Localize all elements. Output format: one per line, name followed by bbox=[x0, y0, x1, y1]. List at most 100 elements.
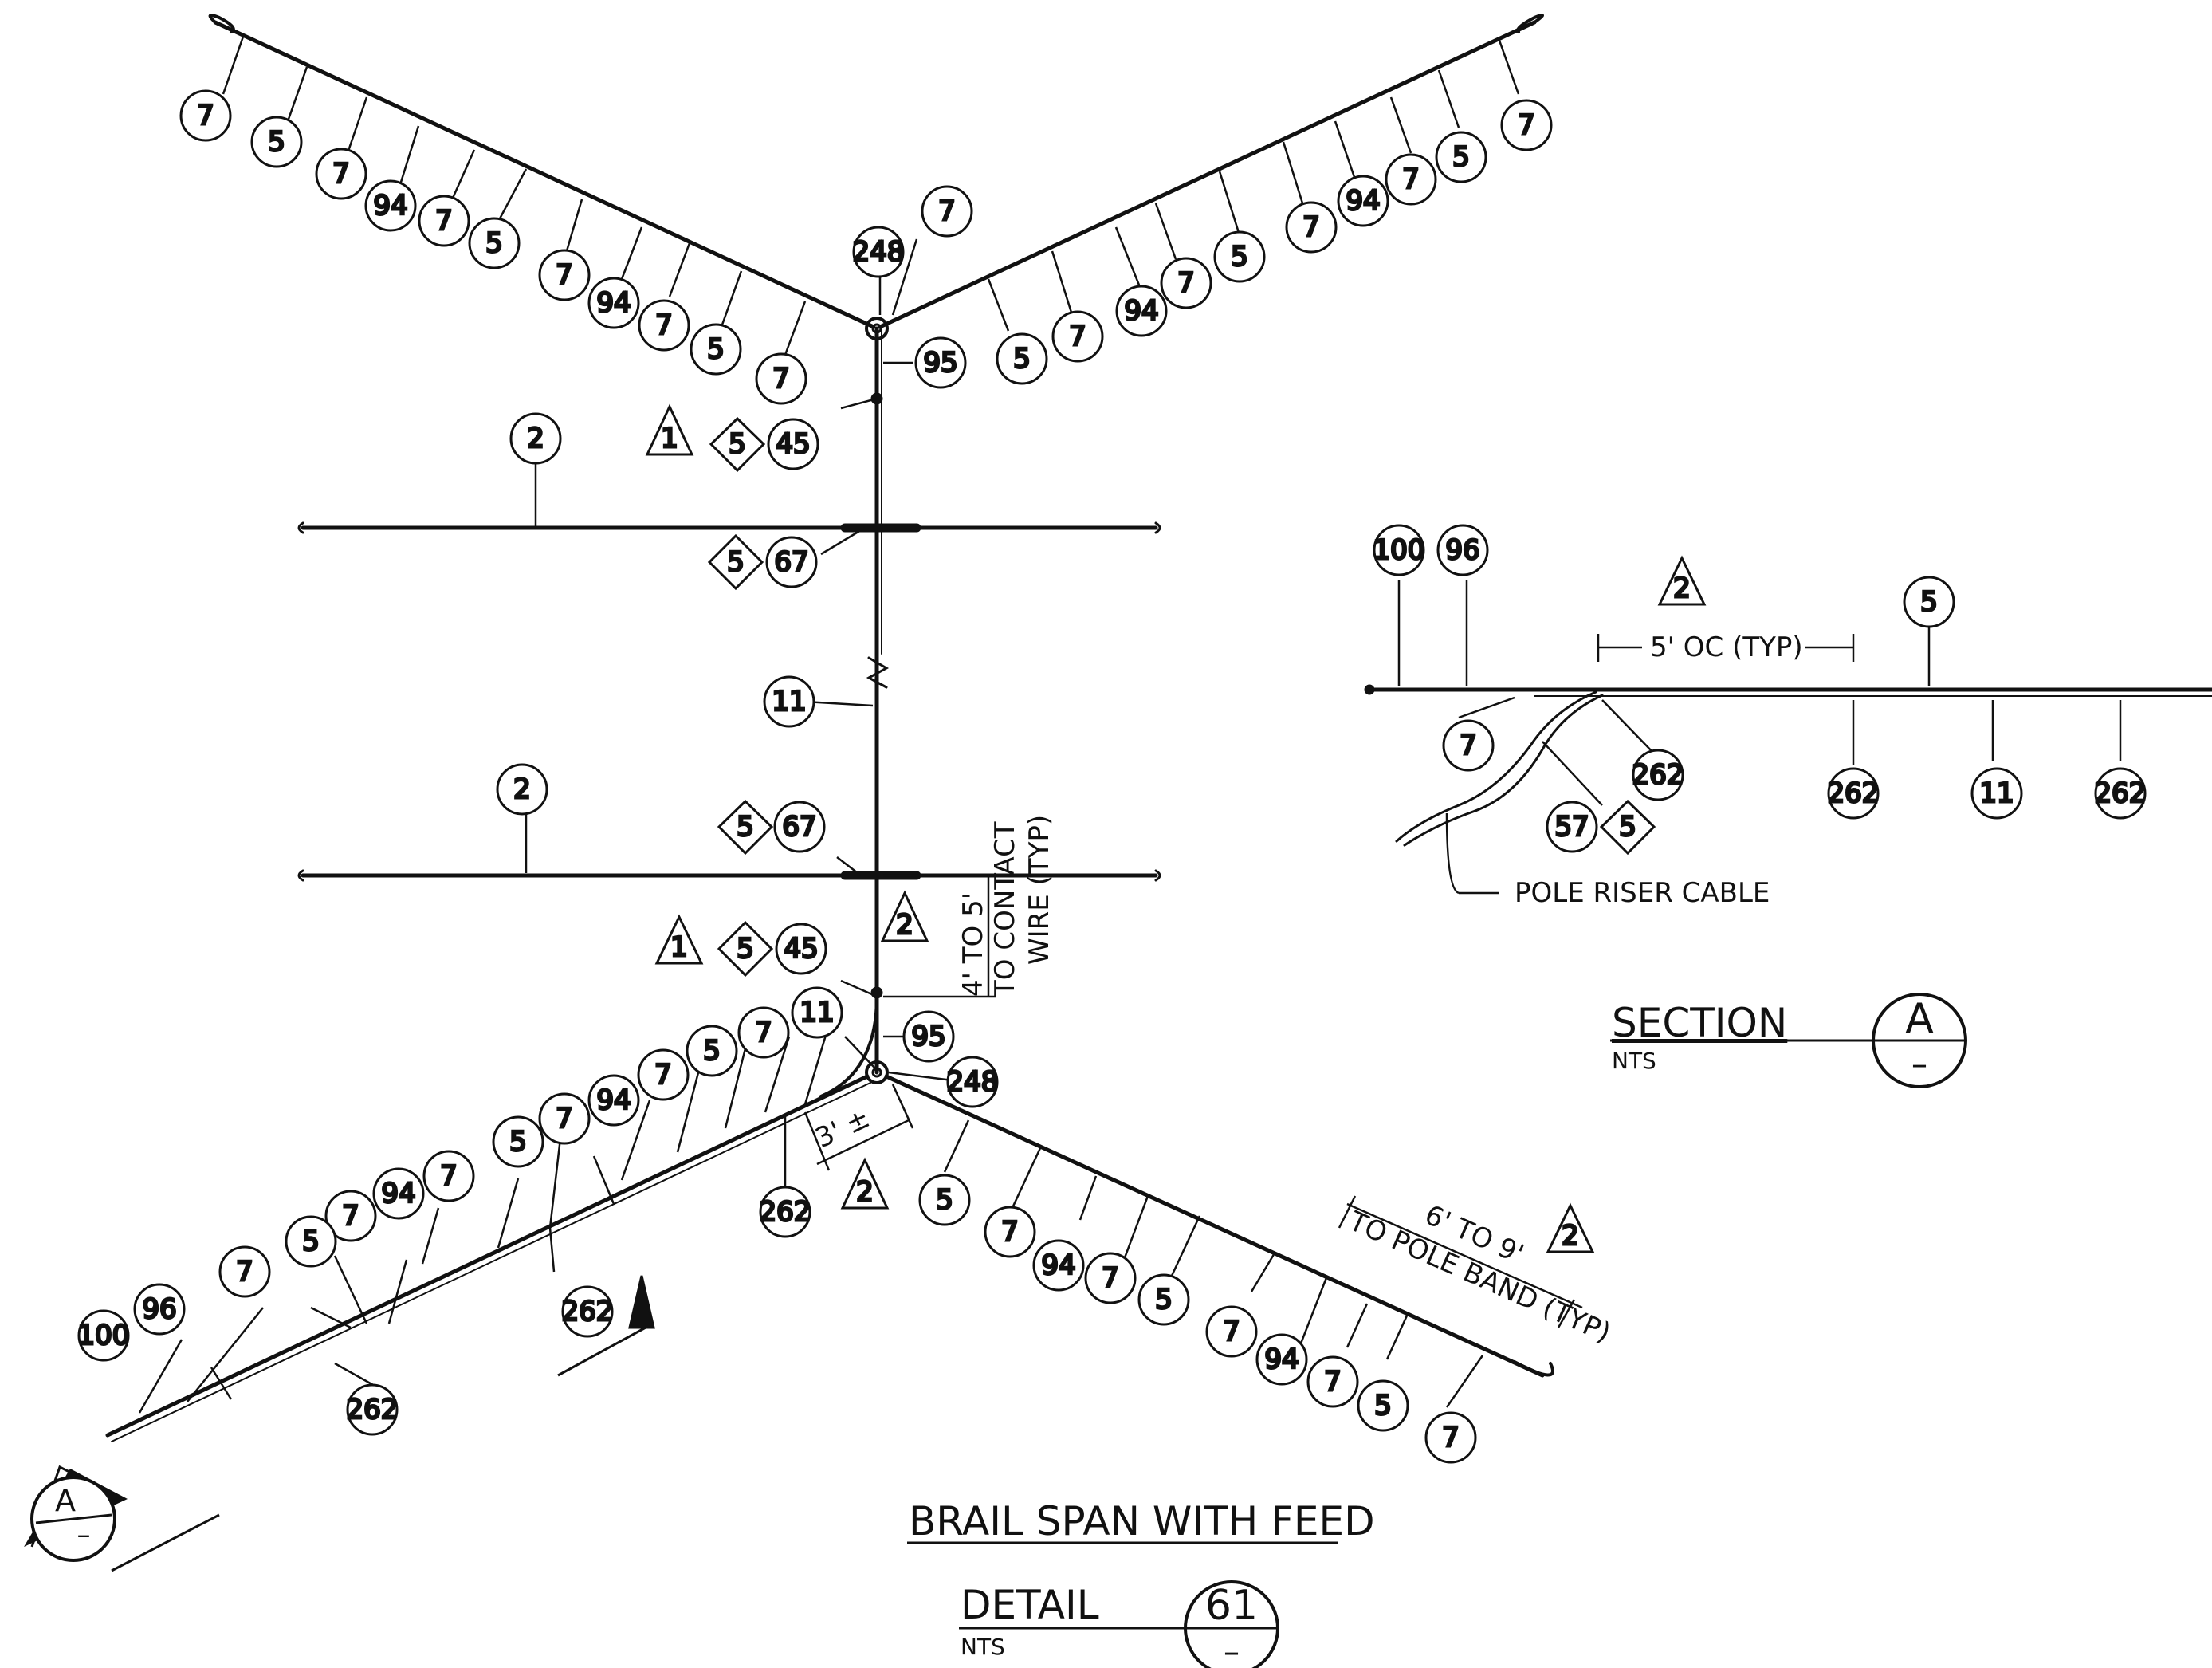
svg-text:95: 95 bbox=[911, 1021, 945, 1052]
callout-5: 5 bbox=[1903, 576, 1955, 628]
callout-7: 7 bbox=[1500, 99, 1553, 151]
svg-text:7: 7 bbox=[938, 195, 956, 227]
svg-text:7: 7 bbox=[1442, 1422, 1460, 1454]
section-sheet: – bbox=[1911, 1046, 1927, 1083]
svg-text:95: 95 bbox=[923, 347, 957, 379]
callout-5: 5 bbox=[1213, 230, 1266, 283]
callout-7: 7 bbox=[1205, 1305, 1258, 1358]
junction-hubs bbox=[865, 317, 1375, 1084]
callout-5: 5 bbox=[1137, 1273, 1190, 1326]
callout-96: 96 bbox=[1436, 524, 1489, 576]
revision-1: 1 bbox=[654, 914, 704, 965]
callout-262: 262 bbox=[758, 1186, 812, 1238]
callout-7: 7 bbox=[538, 1092, 591, 1145]
callout-7: 7 bbox=[324, 1190, 377, 1242]
svg-text:262: 262 bbox=[347, 1394, 399, 1426]
svg-text:2: 2 bbox=[896, 909, 913, 941]
svg-text:5: 5 bbox=[1231, 241, 1248, 273]
diamond-5: 5 bbox=[717, 799, 774, 856]
top-cross-left-end bbox=[297, 521, 304, 534]
callout-7: 7 bbox=[638, 299, 690, 352]
svg-text:248: 248 bbox=[947, 1066, 999, 1098]
svg-text:11: 11 bbox=[772, 686, 806, 718]
upper-right-span bbox=[878, 20, 1537, 329]
callout-5: 5 bbox=[250, 116, 303, 168]
svg-text:11: 11 bbox=[800, 997, 834, 1029]
callout-7: 7 bbox=[418, 195, 470, 247]
svg-text:2: 2 bbox=[527, 423, 544, 454]
svg-text:7: 7 bbox=[1102, 1262, 1119, 1294]
callout-94: 94 bbox=[1255, 1333, 1308, 1386]
section-cut-marker: A – bbox=[24, 1469, 128, 1562]
detail-number: 61 bbox=[1205, 1582, 1258, 1630]
five-oc-note: 5' OC (TYP) bbox=[1650, 631, 1803, 663]
callout-5: 5 bbox=[996, 332, 1048, 385]
top-hub-inner bbox=[871, 323, 882, 334]
callout-100: 100 bbox=[77, 1309, 131, 1362]
callout-11: 11 bbox=[763, 675, 815, 728]
main-title: BRAIL SPAN WITH FEED bbox=[909, 1498, 1375, 1544]
callout-7: 7 bbox=[737, 1006, 790, 1059]
upper-left-eye bbox=[208, 14, 235, 33]
cut-sheet: – bbox=[77, 1519, 91, 1551]
top-hub bbox=[865, 317, 889, 340]
lower-right-span bbox=[884, 1074, 1545, 1378]
callout-262: 262 bbox=[2093, 767, 2147, 820]
svg-text:262: 262 bbox=[2095, 777, 2147, 809]
callout-5: 5 bbox=[1435, 131, 1487, 183]
svg-text:94: 94 bbox=[596, 287, 631, 319]
callout-262: 262 bbox=[345, 1383, 399, 1436]
detail-nts: NTS bbox=[961, 1634, 1005, 1660]
svg-text:11: 11 bbox=[1979, 777, 2014, 809]
svg-text:262: 262 bbox=[562, 1296, 614, 1328]
svg-text:7: 7 bbox=[655, 309, 673, 341]
callout-94: 94 bbox=[372, 1167, 425, 1220]
callout-94: 94 bbox=[1115, 285, 1168, 337]
revision-triangles: 1 1 2 2 2 2 bbox=[645, 403, 1707, 1253]
svg-text:5: 5 bbox=[703, 1035, 721, 1067]
svg-text:94: 94 bbox=[1264, 1343, 1299, 1375]
callout-7: 7 bbox=[1424, 1411, 1477, 1464]
svg-text:2: 2 bbox=[1673, 572, 1691, 604]
svg-text:57: 57 bbox=[1554, 811, 1589, 843]
callout-94: 94 bbox=[587, 1074, 640, 1127]
section-title: SECTION bbox=[1612, 1000, 1787, 1046]
section-dead-end bbox=[1364, 684, 1375, 695]
diamond-5: 5 bbox=[707, 533, 764, 591]
svg-text:262: 262 bbox=[1828, 777, 1880, 809]
contact-note-line3: WIRE (TYP) bbox=[1023, 815, 1055, 965]
svg-text:7: 7 bbox=[1302, 211, 1320, 243]
span-wires bbox=[105, 14, 2212, 1442]
lower-right-eye bbox=[1513, 1360, 1554, 1377]
callout-7: 7 bbox=[755, 352, 807, 405]
callout-7: 7 bbox=[422, 1150, 475, 1202]
pole-riser-note: POLE RISER CABLE bbox=[1515, 877, 1770, 909]
svg-text:7: 7 bbox=[1223, 1316, 1240, 1347]
svg-text:7: 7 bbox=[1402, 163, 1420, 195]
callout-248: 248 bbox=[851, 226, 906, 278]
callout-5: 5 bbox=[468, 217, 521, 269]
svg-text:262: 262 bbox=[1632, 759, 1684, 791]
dimensions bbox=[803, 634, 1855, 1328]
callout-5: 5 bbox=[686, 1025, 738, 1077]
callout-67: 67 bbox=[773, 801, 826, 853]
svg-text:7: 7 bbox=[197, 100, 214, 132]
callout-5: 5 bbox=[690, 323, 742, 376]
svg-text:5: 5 bbox=[707, 333, 725, 365]
revision-1: 1 bbox=[645, 403, 694, 456]
svg-text:7: 7 bbox=[654, 1059, 672, 1091]
svg-text:96: 96 bbox=[1445, 534, 1479, 566]
svg-text:5: 5 bbox=[1374, 1390, 1392, 1422]
svg-text:94: 94 bbox=[1124, 295, 1158, 327]
svg-text:94: 94 bbox=[381, 1178, 415, 1210]
bottom-hub bbox=[865, 1060, 889, 1084]
callout-95: 95 bbox=[914, 336, 967, 389]
callout-7: 7 bbox=[1385, 153, 1437, 206]
svg-text:5: 5 bbox=[1920, 586, 1938, 618]
callout-11: 11 bbox=[1970, 767, 2023, 820]
lower-left-span bbox=[105, 1074, 870, 1438]
svg-text:7: 7 bbox=[342, 1200, 359, 1232]
svg-text:45: 45 bbox=[784, 933, 818, 965]
svg-text:5: 5 bbox=[268, 126, 285, 158]
callout-94: 94 bbox=[1337, 175, 1389, 227]
